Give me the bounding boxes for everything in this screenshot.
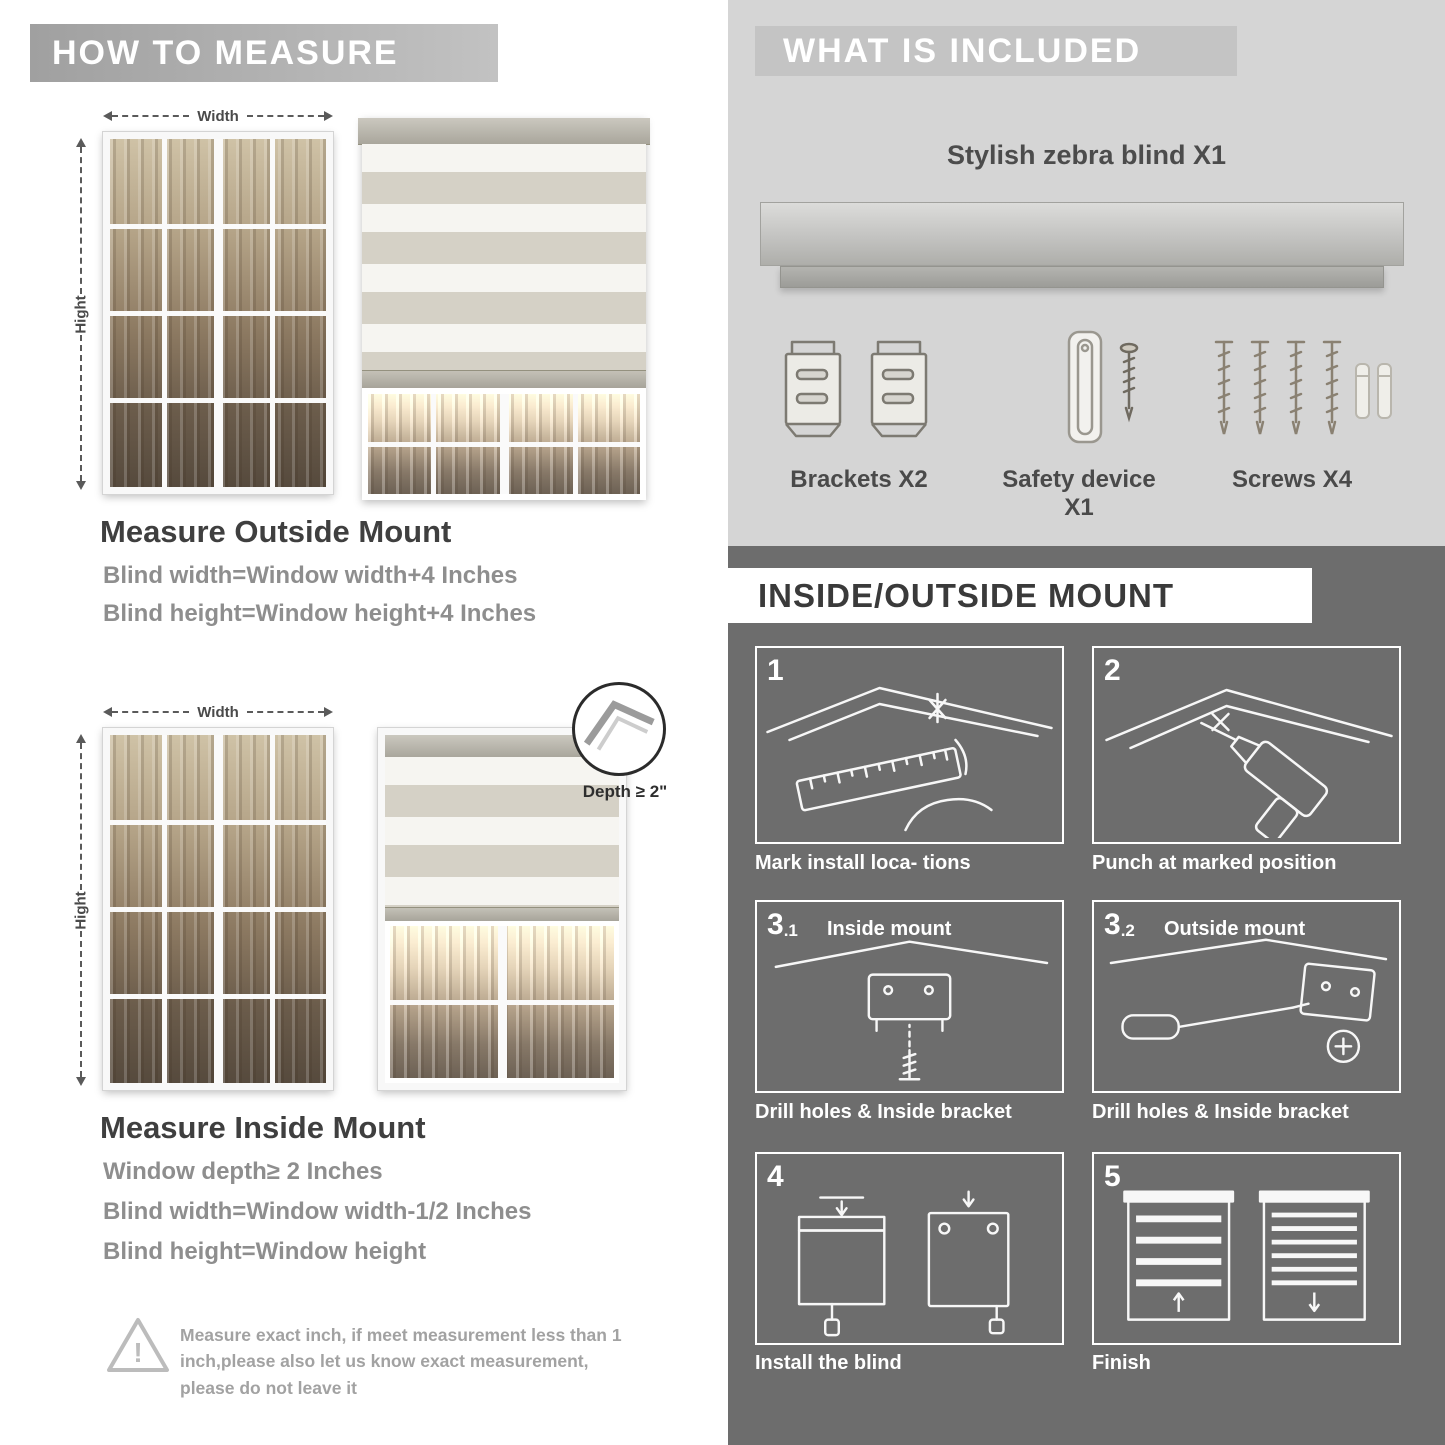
- window-illustration-inside: [102, 727, 334, 1091]
- outside-mount-title: Measure Outside Mount: [100, 514, 452, 549]
- mount-header-banner: INSIDE/OUTSIDE MOUNT: [728, 568, 1312, 623]
- step-mount-type-label: Outside mount: [1164, 918, 1306, 940]
- step-caption: Drill holes & Inside bracket: [755, 1101, 1012, 1123]
- arrow-up-icon: [76, 138, 86, 147]
- brackets-icon: [784, 340, 928, 438]
- step5-finish-illustration: [1123, 1190, 1370, 1321]
- safety-device-icon: [1067, 330, 1139, 444]
- arrow-right-icon: [324, 707, 334, 717]
- outside-mount-rule-width: Blind width=Window width+4 Inches: [103, 562, 518, 589]
- blind-cassette: [358, 118, 650, 145]
- mount-instructions-panel: INSIDE/OUTSIDE MOUNT 1 Mark instal: [728, 546, 1445, 1445]
- screws-icon: [1214, 340, 1392, 435]
- step-caption: Install the blind: [755, 1352, 902, 1374]
- step-3-2-panel: 3.2 Outside mount: [1092, 900, 1401, 1093]
- how-to-measure-banner: HOW TO MEASURE: [30, 24, 498, 82]
- height-label: Hight: [72, 294, 90, 334]
- step-mount-type-label: Inside mount: [827, 918, 952, 940]
- height-label: Hight: [72, 890, 90, 930]
- inside-mount-rule-depth: Window depth≥ 2 Inches: [103, 1158, 383, 1185]
- step-caption: Mark install loca- tions: [755, 852, 971, 874]
- what-is-included-title: WHAT IS INCLUDED: [783, 31, 1142, 70]
- step-3-1-panel: 3.1 Inside mount: [755, 900, 1064, 1093]
- arrow-down-icon: [76, 1077, 86, 1086]
- zebra-blind-outside-mount: [358, 118, 650, 500]
- blind-stripes: [362, 144, 646, 370]
- outside-mount-rule-height: Blind height=Window height+4 Inches: [103, 600, 537, 627]
- inside-mount-rule-height: Blind height=Window height: [103, 1238, 427, 1265]
- step-number: 2: [1104, 654, 1121, 687]
- arrow-left-icon: [103, 111, 112, 121]
- screws-label: Screws X4: [1231, 466, 1353, 493]
- step-sub-number: .2: [1120, 921, 1135, 940]
- step4-install-blind-illustration: [797, 1190, 1010, 1337]
- blind-headrail-illustration: [760, 202, 1404, 266]
- step-1-panel: 1: [755, 646, 1064, 844]
- step-caption: Punch at marked position: [1092, 852, 1337, 874]
- what-is-included-banner: WHAT IS INCLUDED: [755, 26, 1237, 76]
- what-is-included-panel: WHAT IS INCLUDED Stylish zebra blind X1: [728, 0, 1445, 546]
- width-label: Width: [197, 703, 239, 721]
- arrow-up-icon: [76, 734, 86, 743]
- inside-mount-title: Measure Inside Mount: [100, 1110, 426, 1145]
- blind-bottom-rail: [385, 907, 619, 922]
- step-4-panel: 4: [755, 1152, 1064, 1345]
- step2-drill-illustration: [1105, 688, 1393, 838]
- width-dimension-arrow-2: Width: [103, 703, 334, 721]
- window-illustration-outside: [102, 131, 334, 495]
- step-number: 5: [1104, 1160, 1121, 1193]
- arrow-right-icon: [324, 111, 334, 121]
- arrow-left-icon: [103, 707, 112, 717]
- mount-header-title: INSIDE/OUTSIDE MOUNT: [758, 576, 1175, 614]
- window-corner-zoom-icon: [583, 700, 655, 751]
- width-dimension-arrow: Width: [103, 107, 334, 125]
- measurement-note: Measure exact inch, if meet measurement …: [180, 1325, 622, 1398]
- step3-2-outside-bracket-illustration: [1109, 938, 1388, 1064]
- safety-device-label: Safety device X1: [1002, 466, 1156, 521]
- step-sub-number: .1: [783, 921, 798, 940]
- step-5-panel: 5: [1092, 1152, 1401, 1345]
- inside-mount-rule-width: Blind width=Window width-1/2 Inches: [103, 1198, 532, 1225]
- height-dimension-arrow: Hight: [70, 138, 92, 490]
- product-label: Stylish zebra blind X1: [946, 140, 1227, 170]
- step-number: 1: [767, 654, 784, 687]
- zebra-blind-inside-mount: [377, 727, 627, 1091]
- exclamation-mark: !: [133, 1337, 142, 1368]
- step3-1-inside-bracket-illustration: [774, 940, 1049, 1081]
- depth-zoom-circle: [572, 682, 666, 776]
- step1-mark-location-illustration: [766, 686, 1053, 832]
- warning-triangle-icon: !: [107, 1318, 169, 1372]
- depth-callout-label: Depth ≥ 2": [582, 782, 668, 801]
- how-to-measure-title: HOW TO MEASURE: [52, 33, 399, 72]
- step-number: 3.2: [1104, 908, 1135, 941]
- width-label: Width: [197, 107, 239, 125]
- blind-stripes: [385, 757, 619, 907]
- step-number: 4: [767, 1160, 784, 1193]
- step-2-panel: 2: [1092, 646, 1401, 844]
- arrow-down-icon: [76, 481, 86, 490]
- window-below-blind: [362, 388, 646, 500]
- height-dimension-arrow-2: Hight: [70, 734, 92, 1086]
- step-caption: Drill holes & Inside bracket: [1092, 1101, 1349, 1123]
- step-number: 3.1: [767, 908, 798, 941]
- brackets-label: Brackets X2: [790, 466, 928, 493]
- step-caption: Finish: [1092, 1352, 1151, 1374]
- window-below-blind: [385, 921, 619, 1083]
- blind-bottom-rail: [362, 370, 646, 389]
- blind-headrail-lip: [780, 266, 1384, 288]
